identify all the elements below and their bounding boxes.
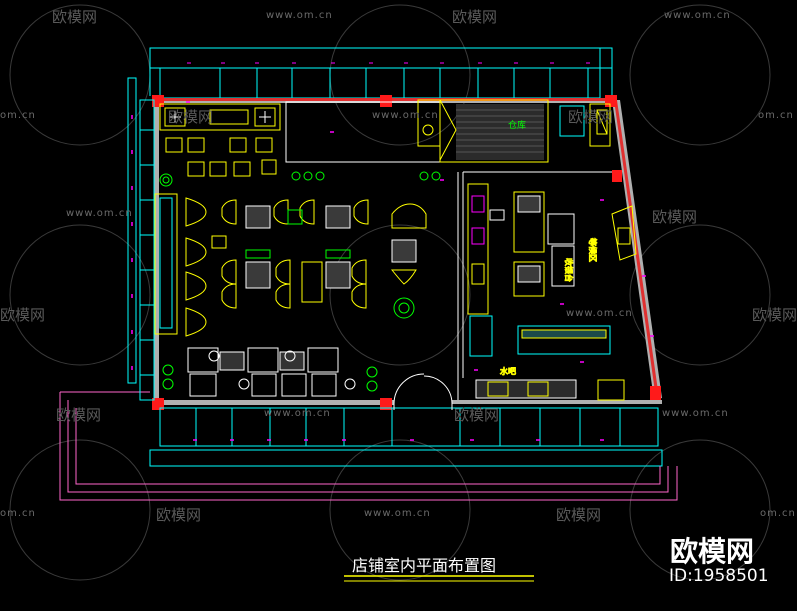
- watermark-url: www.om.cn: [372, 110, 439, 121]
- sink-label: 水吧: [500, 366, 516, 376]
- watermark-brand: 欧模网: [568, 108, 614, 126]
- drawing-title: 店铺室内平面布置图: [352, 556, 497, 575]
- watermark-brand: 欧模网: [652, 208, 698, 226]
- watermark-brand: 欧模网: [52, 8, 98, 26]
- watermark-url: www.om.cn: [662, 408, 729, 419]
- interior-ticks: [186, 101, 654, 371]
- outer-offset-lines: [59, 391, 678, 501]
- watermark-url: www.om.cn: [266, 10, 333, 21]
- left-window-bays: [139, 99, 155, 401]
- cashier-label: 收银台: [564, 258, 574, 282]
- model-id: ID:1958501: [669, 566, 769, 586]
- watermark-brand: 欧模网: [56, 406, 102, 424]
- brand-logo-text: 欧模网: [670, 535, 755, 568]
- storage-label: 仓库: [508, 119, 526, 131]
- restroom: [559, 103, 611, 147]
- watermark-brand: 欧模网: [0, 306, 46, 324]
- watermark-brand: 欧模网: [454, 406, 500, 424]
- watermark-url: www.om.cn: [264, 408, 331, 419]
- watermark-url: www.om.cn: [66, 208, 133, 219]
- left-sofa-column: [154, 193, 227, 337]
- watermark-url: om.cn: [758, 110, 794, 121]
- watermark-url: om.cn: [760, 508, 796, 519]
- watermark-url: www.om.cn: [566, 308, 633, 319]
- bar-counter: [467, 183, 505, 357]
- watermark-url: om.cn: [0, 508, 36, 519]
- storage-room: 仓库: [417, 99, 549, 163]
- booth-top-left: [159, 103, 281, 177]
- watermark-url: www.om.cn: [364, 508, 431, 519]
- top-window-bays: [159, 67, 601, 99]
- waiting-area: 等候区: [588, 205, 637, 263]
- structural-columns: [152, 95, 661, 410]
- watermark-arcs: [9, 4, 771, 581]
- interior-partitions: [285, 101, 612, 400]
- watermark-brand: 欧模网: [156, 506, 202, 524]
- title-underline: [344, 575, 534, 582]
- watermark-brand: 欧模网: [556, 506, 602, 524]
- watermark-url: om.cn: [0, 110, 36, 121]
- watermark-url: www.om.cn: [664, 10, 731, 21]
- watermark-brand: 欧模网: [168, 108, 214, 126]
- lounge-area: [187, 347, 356, 397]
- sink-counter: 水吧: [475, 366, 625, 401]
- waiting-label: 等候区: [588, 238, 598, 262]
- entrance-doors: [393, 373, 453, 410]
- plants: [159, 171, 441, 392]
- right-tables: [390, 203, 427, 285]
- table-cluster-middle: [221, 249, 367, 309]
- outer-frame: [127, 47, 663, 467]
- table-cluster-top: [221, 199, 369, 229]
- watermark-brand: 欧模网: [752, 306, 797, 324]
- cashier-block: 收银台: [513, 191, 611, 355]
- watermark-brand: 欧模网: [452, 8, 498, 26]
